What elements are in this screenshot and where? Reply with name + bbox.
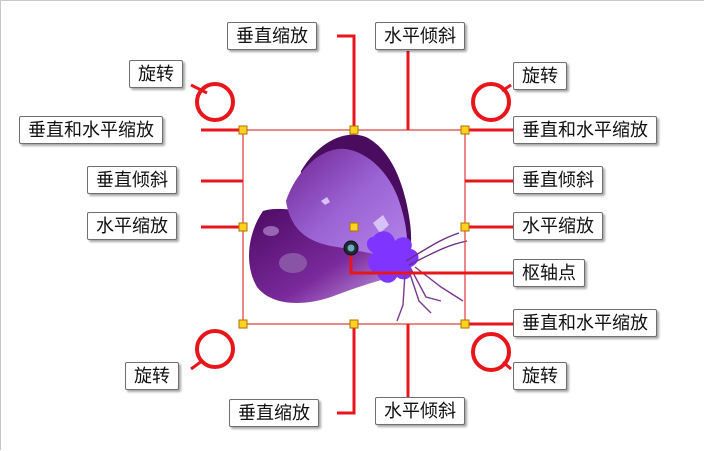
rotate-circle-icon xyxy=(195,329,235,369)
label-horizontal-scale-left: 水平缩放 xyxy=(87,212,177,240)
label-horizontal-scale-right: 水平缩放 xyxy=(513,212,603,240)
rotate-circle-icon xyxy=(195,82,235,122)
transform-handle-icon[interactable] xyxy=(460,222,470,232)
label-scale-both-left: 垂直和水平缩放 xyxy=(19,116,163,144)
transform-handle-icon[interactable] xyxy=(460,125,470,135)
rotate-circle-icon xyxy=(471,82,511,122)
label-horizontal-skew-top: 水平倾斜 xyxy=(375,22,465,50)
pivot-point-icon[interactable] xyxy=(343,240,359,256)
label-pivot-point: 枢轴点 xyxy=(513,259,585,287)
label-vertical-skew-right: 垂直倾斜 xyxy=(513,166,603,194)
butterfly-icon xyxy=(249,134,468,322)
rotate-circle-icon xyxy=(471,332,511,372)
label-vertical-scale-top: 垂直缩放 xyxy=(227,22,317,50)
transform-handle-icon[interactable] xyxy=(460,319,470,329)
label-rotate-bottom-left: 旋转 xyxy=(125,362,179,390)
label-scale-both-right-bottom: 垂直和水平缩放 xyxy=(513,309,657,337)
label-rotate-top-right: 旋转 xyxy=(513,62,567,90)
leader-lines xyxy=(190,34,516,415)
transform-handle-icon[interactable] xyxy=(238,222,248,232)
label-rotate-bottom-right: 旋转 xyxy=(513,362,567,390)
label-rotate-top-left: 旋转 xyxy=(129,60,183,88)
label-vertical-skew-left: 垂直倾斜 xyxy=(87,166,177,194)
transform-handle-icon[interactable] xyxy=(238,319,248,329)
label-scale-both-right-top: 垂直和水平缩放 xyxy=(513,116,657,144)
transform-handle-icon[interactable] xyxy=(349,319,359,329)
label-horizontal-skew-bottom: 水平倾斜 xyxy=(375,397,465,425)
transform-handle-icon[interactable] xyxy=(349,222,359,232)
transform-handle-icon[interactable] xyxy=(238,125,248,135)
transform-handle-icon[interactable] xyxy=(349,125,359,135)
label-vertical-scale-bottom: 垂直缩放 xyxy=(229,399,319,427)
